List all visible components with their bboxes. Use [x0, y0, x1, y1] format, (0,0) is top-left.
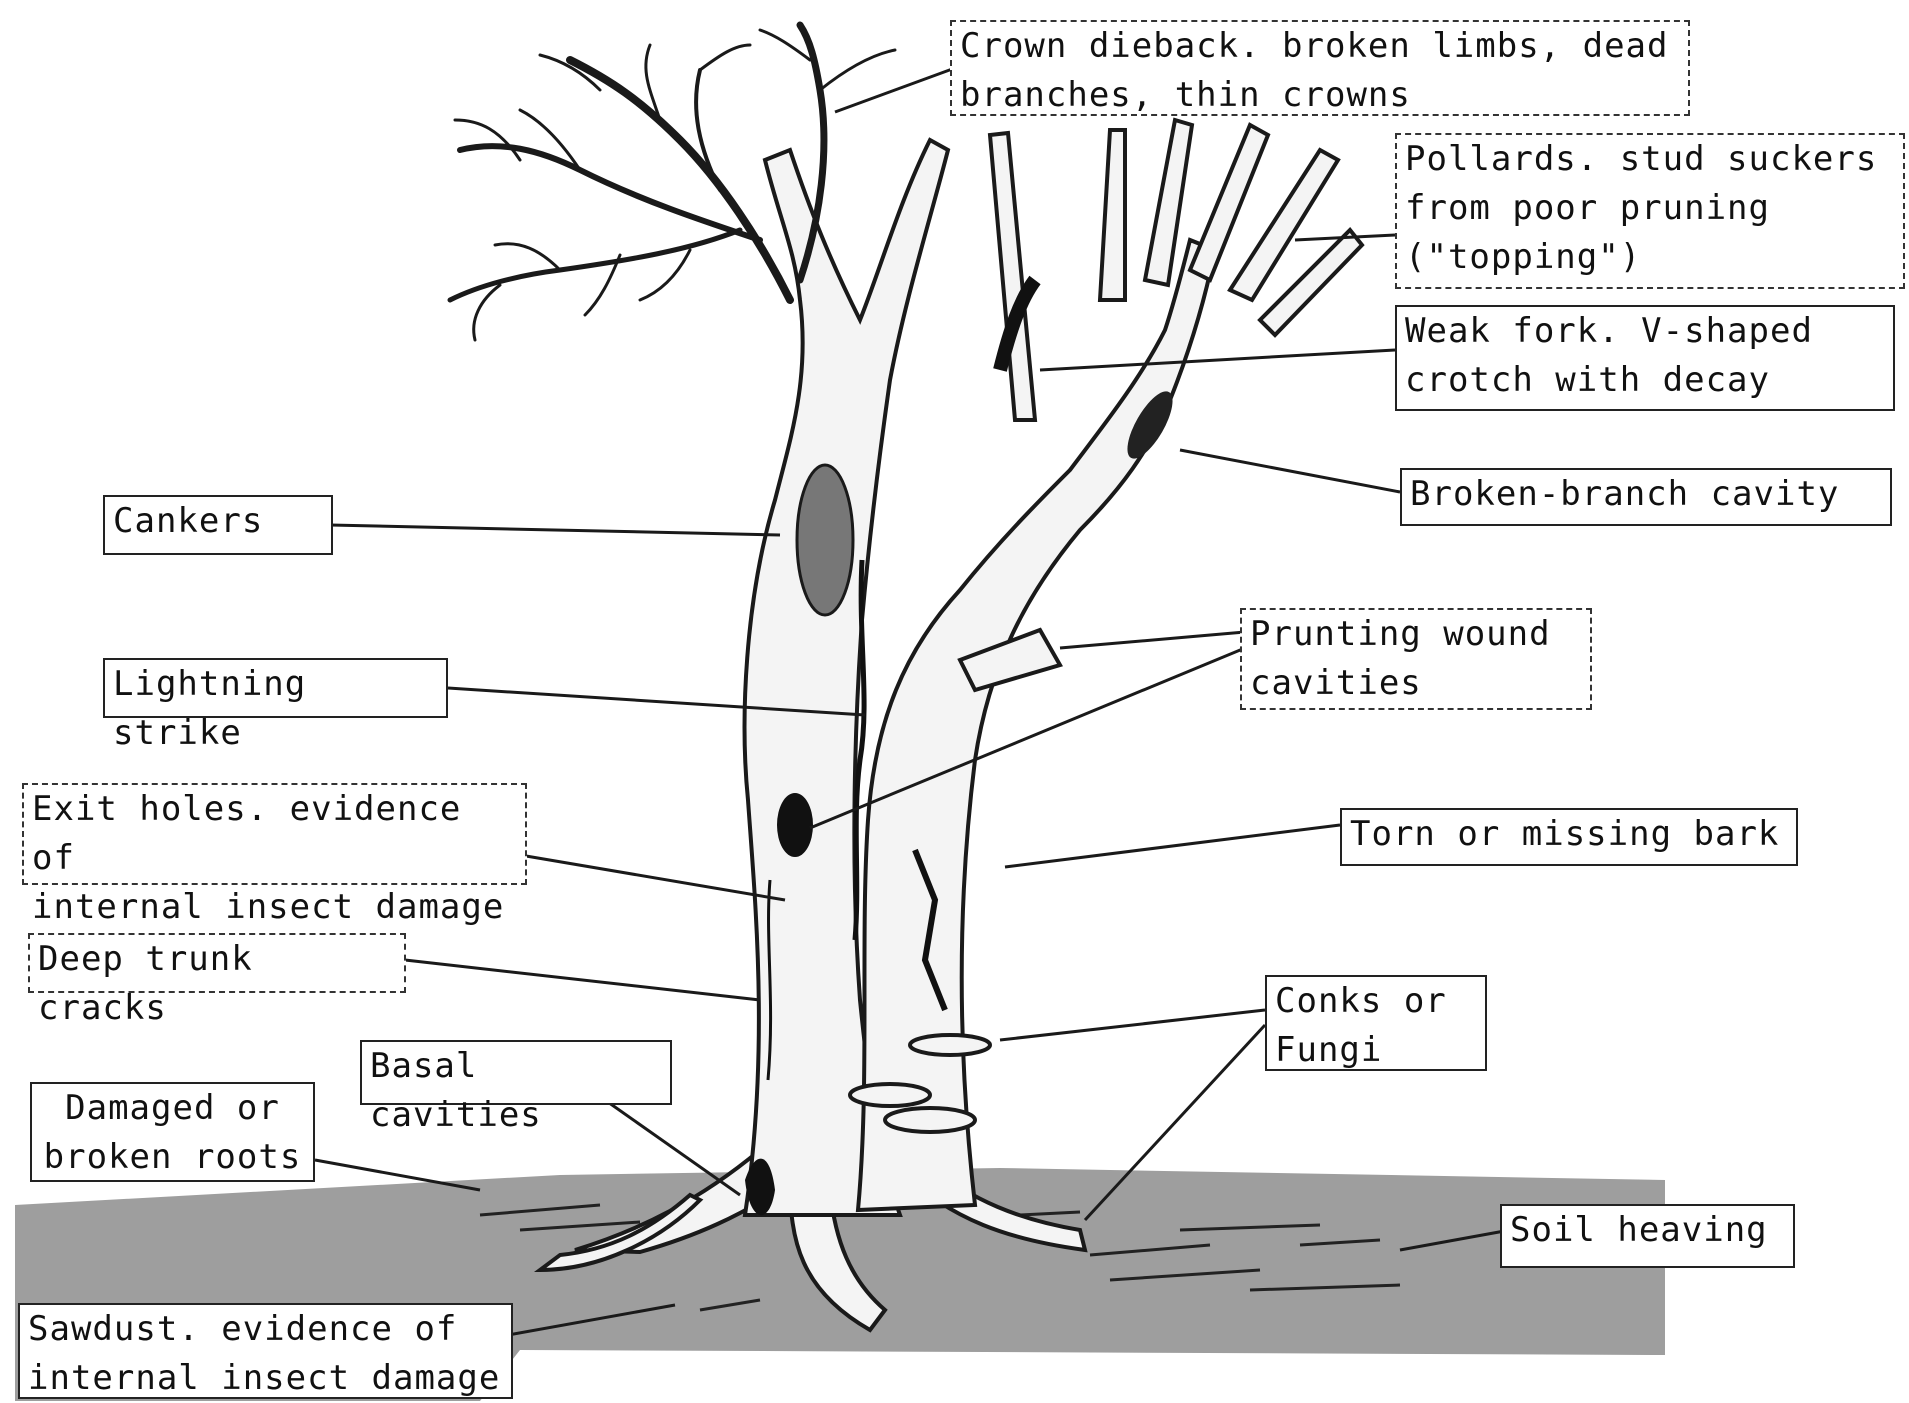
canker-mark	[795, 463, 855, 617]
leader-lines	[314, 66, 1511, 1337]
label-soil-heaving: Soil heaving	[1500, 1204, 1795, 1268]
crown-branches	[447, 21, 897, 342]
label-exit-holes: Exit holes. evidence of internal insect …	[22, 783, 527, 927]
label-basal-cavities: Basal cavities	[360, 1040, 672, 1135]
ground-texture	[479, 1203, 1401, 1312]
label-damaged-roots: Damaged or broken roots	[30, 1082, 315, 1182]
lightning-scar	[852, 559, 867, 941]
label-cankers: Cankers	[103, 495, 333, 555]
right-trunk	[855, 237, 1218, 1213]
label-deep-trunk-cracks: Deep trunk cracks	[28, 933, 406, 1028]
label-pollards: Pollards. stud suckers from poor pruning…	[1395, 133, 1905, 289]
label-lightning-strike: Lightning strike	[103, 658, 448, 753]
trunk-crack	[766, 879, 773, 1081]
label-pruning-wound: Prunting wound cavities	[1240, 608, 1592, 710]
label-conks-fungi: Conks or Fungi	[1265, 975, 1487, 1071]
label-torn-bark: Torn or missing bark	[1340, 808, 1798, 866]
trunk-defects	[745, 275, 1173, 1216]
broken-branch-cavity-mark	[1127, 391, 1173, 459]
basal-cavity	[745, 1158, 775, 1216]
pruning-stub	[957, 627, 1063, 693]
label-broken-branch-cavity: Broken-branch cavity	[1400, 468, 1892, 526]
roots	[533, 1146, 1088, 1333]
weak-fork-crotch	[993, 275, 1041, 372]
left-trunk	[742, 137, 951, 1217]
torn-bark	[912, 848, 948, 1012]
label-crown-dieback: Crown dieback. broken limbs, dead branch…	[950, 20, 1690, 116]
label-sawdust: Sawdust. evidence of internal insect dam…	[18, 1303, 513, 1399]
label-weak-fork: Weak fork. V-shaped crotch with decay	[1395, 305, 1895, 411]
exit-hole-cavity	[777, 793, 813, 857]
pollard-stubs	[987, 117, 1365, 422]
conks	[848, 1033, 992, 1134]
